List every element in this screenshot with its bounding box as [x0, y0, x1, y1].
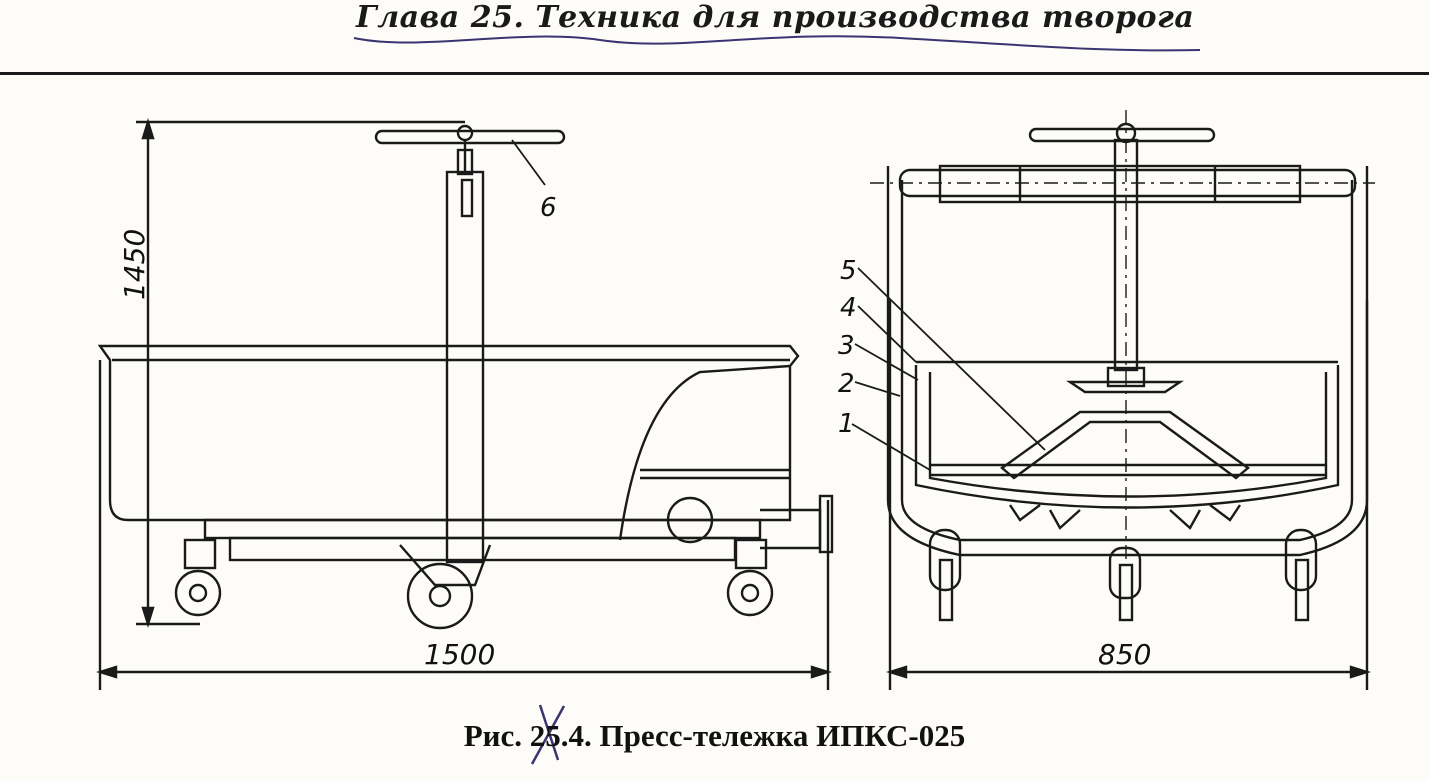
pen-correction-mark — [530, 704, 566, 765]
figure-caption: Рис. 25.4. Пресс-тележка ИПКС-025 — [463, 718, 966, 753]
callout-2: 2 — [838, 369, 855, 399]
callout-3: 3 — [838, 331, 855, 361]
side-view — [95, 117, 834, 690]
callout-5: 5 — [840, 256, 857, 286]
length-dimension-label: 1500 — [424, 638, 495, 671]
page-header-title: Глава 25. Техника для производства творо… — [356, 0, 1195, 35]
front-view — [851, 110, 1375, 690]
callout-1: 1 — [838, 409, 855, 439]
pen-underline — [353, 35, 1201, 52]
callout-6: 6 — [540, 193, 557, 223]
callout-4: 4 — [840, 293, 857, 323]
width-dimension-label: 850 — [1098, 638, 1151, 671]
height-dimension-label: 1450 — [118, 229, 151, 300]
header-divider — [0, 72, 1429, 75]
